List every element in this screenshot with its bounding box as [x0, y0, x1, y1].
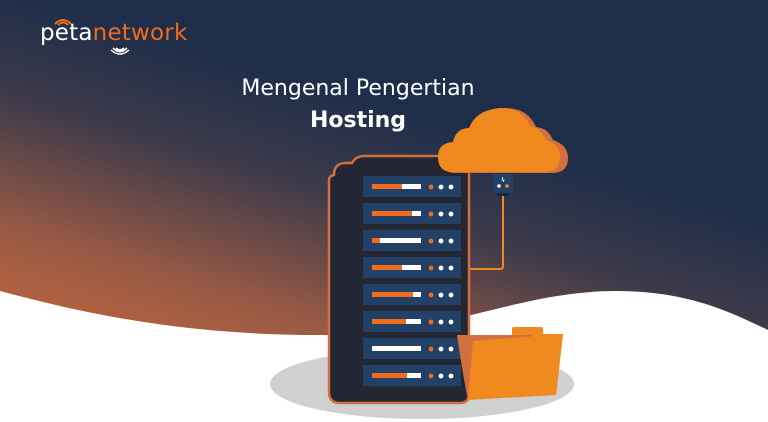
server-unit — [363, 203, 461, 224]
server-rack — [327, 154, 471, 405]
folder-icon — [457, 327, 563, 400]
server-unit — [363, 257, 461, 278]
headline-line-1: Mengenal Pengertian — [241, 76, 475, 101]
wifi-signal-icon — [54, 19, 72, 26]
cloud-icon — [438, 108, 568, 173]
wifi-signal-icon-lower — [110, 47, 130, 55]
network-cable — [468, 196, 504, 270]
server-unit — [363, 176, 461, 197]
server-unit — [363, 284, 461, 305]
server-unit — [363, 311, 461, 332]
brand-logo[interactable]: petanetwork — [40, 22, 187, 45]
headline-line-2: Hosting — [309, 108, 407, 133]
logo-text-network: network — [92, 20, 188, 46]
server-unit — [363, 365, 461, 386]
server-unit — [363, 230, 461, 251]
logo-text-peta: peta — [40, 20, 93, 46]
cable-connector — [493, 174, 513, 196]
server-unit — [363, 338, 461, 359]
